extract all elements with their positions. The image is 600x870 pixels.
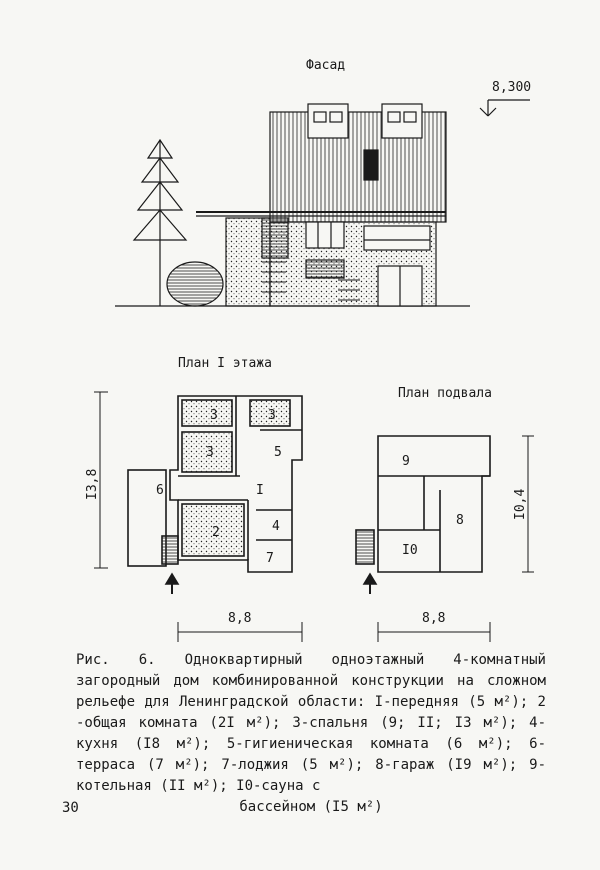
first-floor-room-labels: 3 3 3 5 6 I 2 4 7 8,8 I3,8: [85, 408, 282, 626]
facade-drawing: [115, 99, 530, 307]
first-floor-depth-dim: I3,8: [85, 469, 100, 500]
room-label: 9: [402, 454, 410, 469]
room-label: I: [256, 483, 264, 498]
room-label: 3: [268, 408, 276, 423]
basement-plan-title: План подвала: [398, 386, 492, 401]
room-label: 7: [266, 551, 274, 566]
room-label: I0: [402, 543, 418, 558]
figure-caption: Рис. 6. Одноквартирный одноэтажный 4-ком…: [76, 650, 546, 818]
basement-width-dim: 8,8: [422, 611, 445, 626]
room-label: 4: [272, 519, 280, 534]
room-label: 8: [456, 513, 464, 528]
basement-depth-dim: I0,4: [513, 489, 528, 520]
facade-title: Фасад: [306, 58, 346, 73]
first-floor-plan: [94, 391, 303, 642]
room-label: 5: [274, 445, 282, 460]
room-label: 2: [212, 525, 220, 540]
room-label: 3: [206, 445, 214, 460]
first-floor-width-dim: 8,8: [228, 611, 251, 626]
room-label: 6: [156, 483, 164, 498]
first-floor-plan-title: План I этажа: [178, 356, 272, 371]
basement-plan: [355, 435, 534, 642]
caption-text-end: бассейном (I5 м²): [239, 799, 383, 815]
caption-text: Рис. 6. Одноквартирный одноэтажный 4-ком…: [76, 652, 546, 794]
elevation-label: 8,300: [492, 80, 532, 95]
basement-room-labels: 9 8 I0 8,8 I0,4: [402, 454, 528, 626]
page-number: 30: [62, 800, 79, 816]
room-label: 3: [210, 408, 218, 423]
